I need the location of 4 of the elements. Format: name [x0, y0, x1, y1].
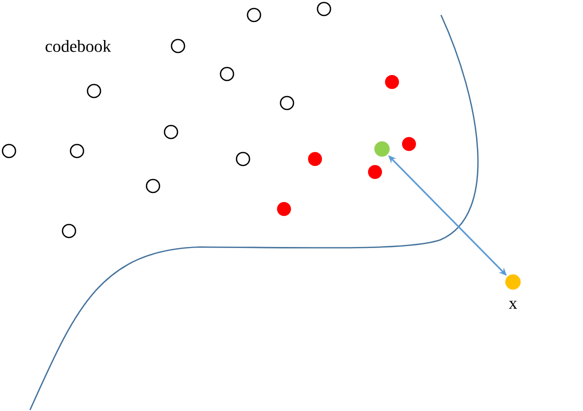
point-label: x	[508, 300, 518, 309]
point-dot	[374, 141, 390, 157]
point-dot	[505, 274, 521, 290]
title-label: codebook	[46, 40, 112, 52]
